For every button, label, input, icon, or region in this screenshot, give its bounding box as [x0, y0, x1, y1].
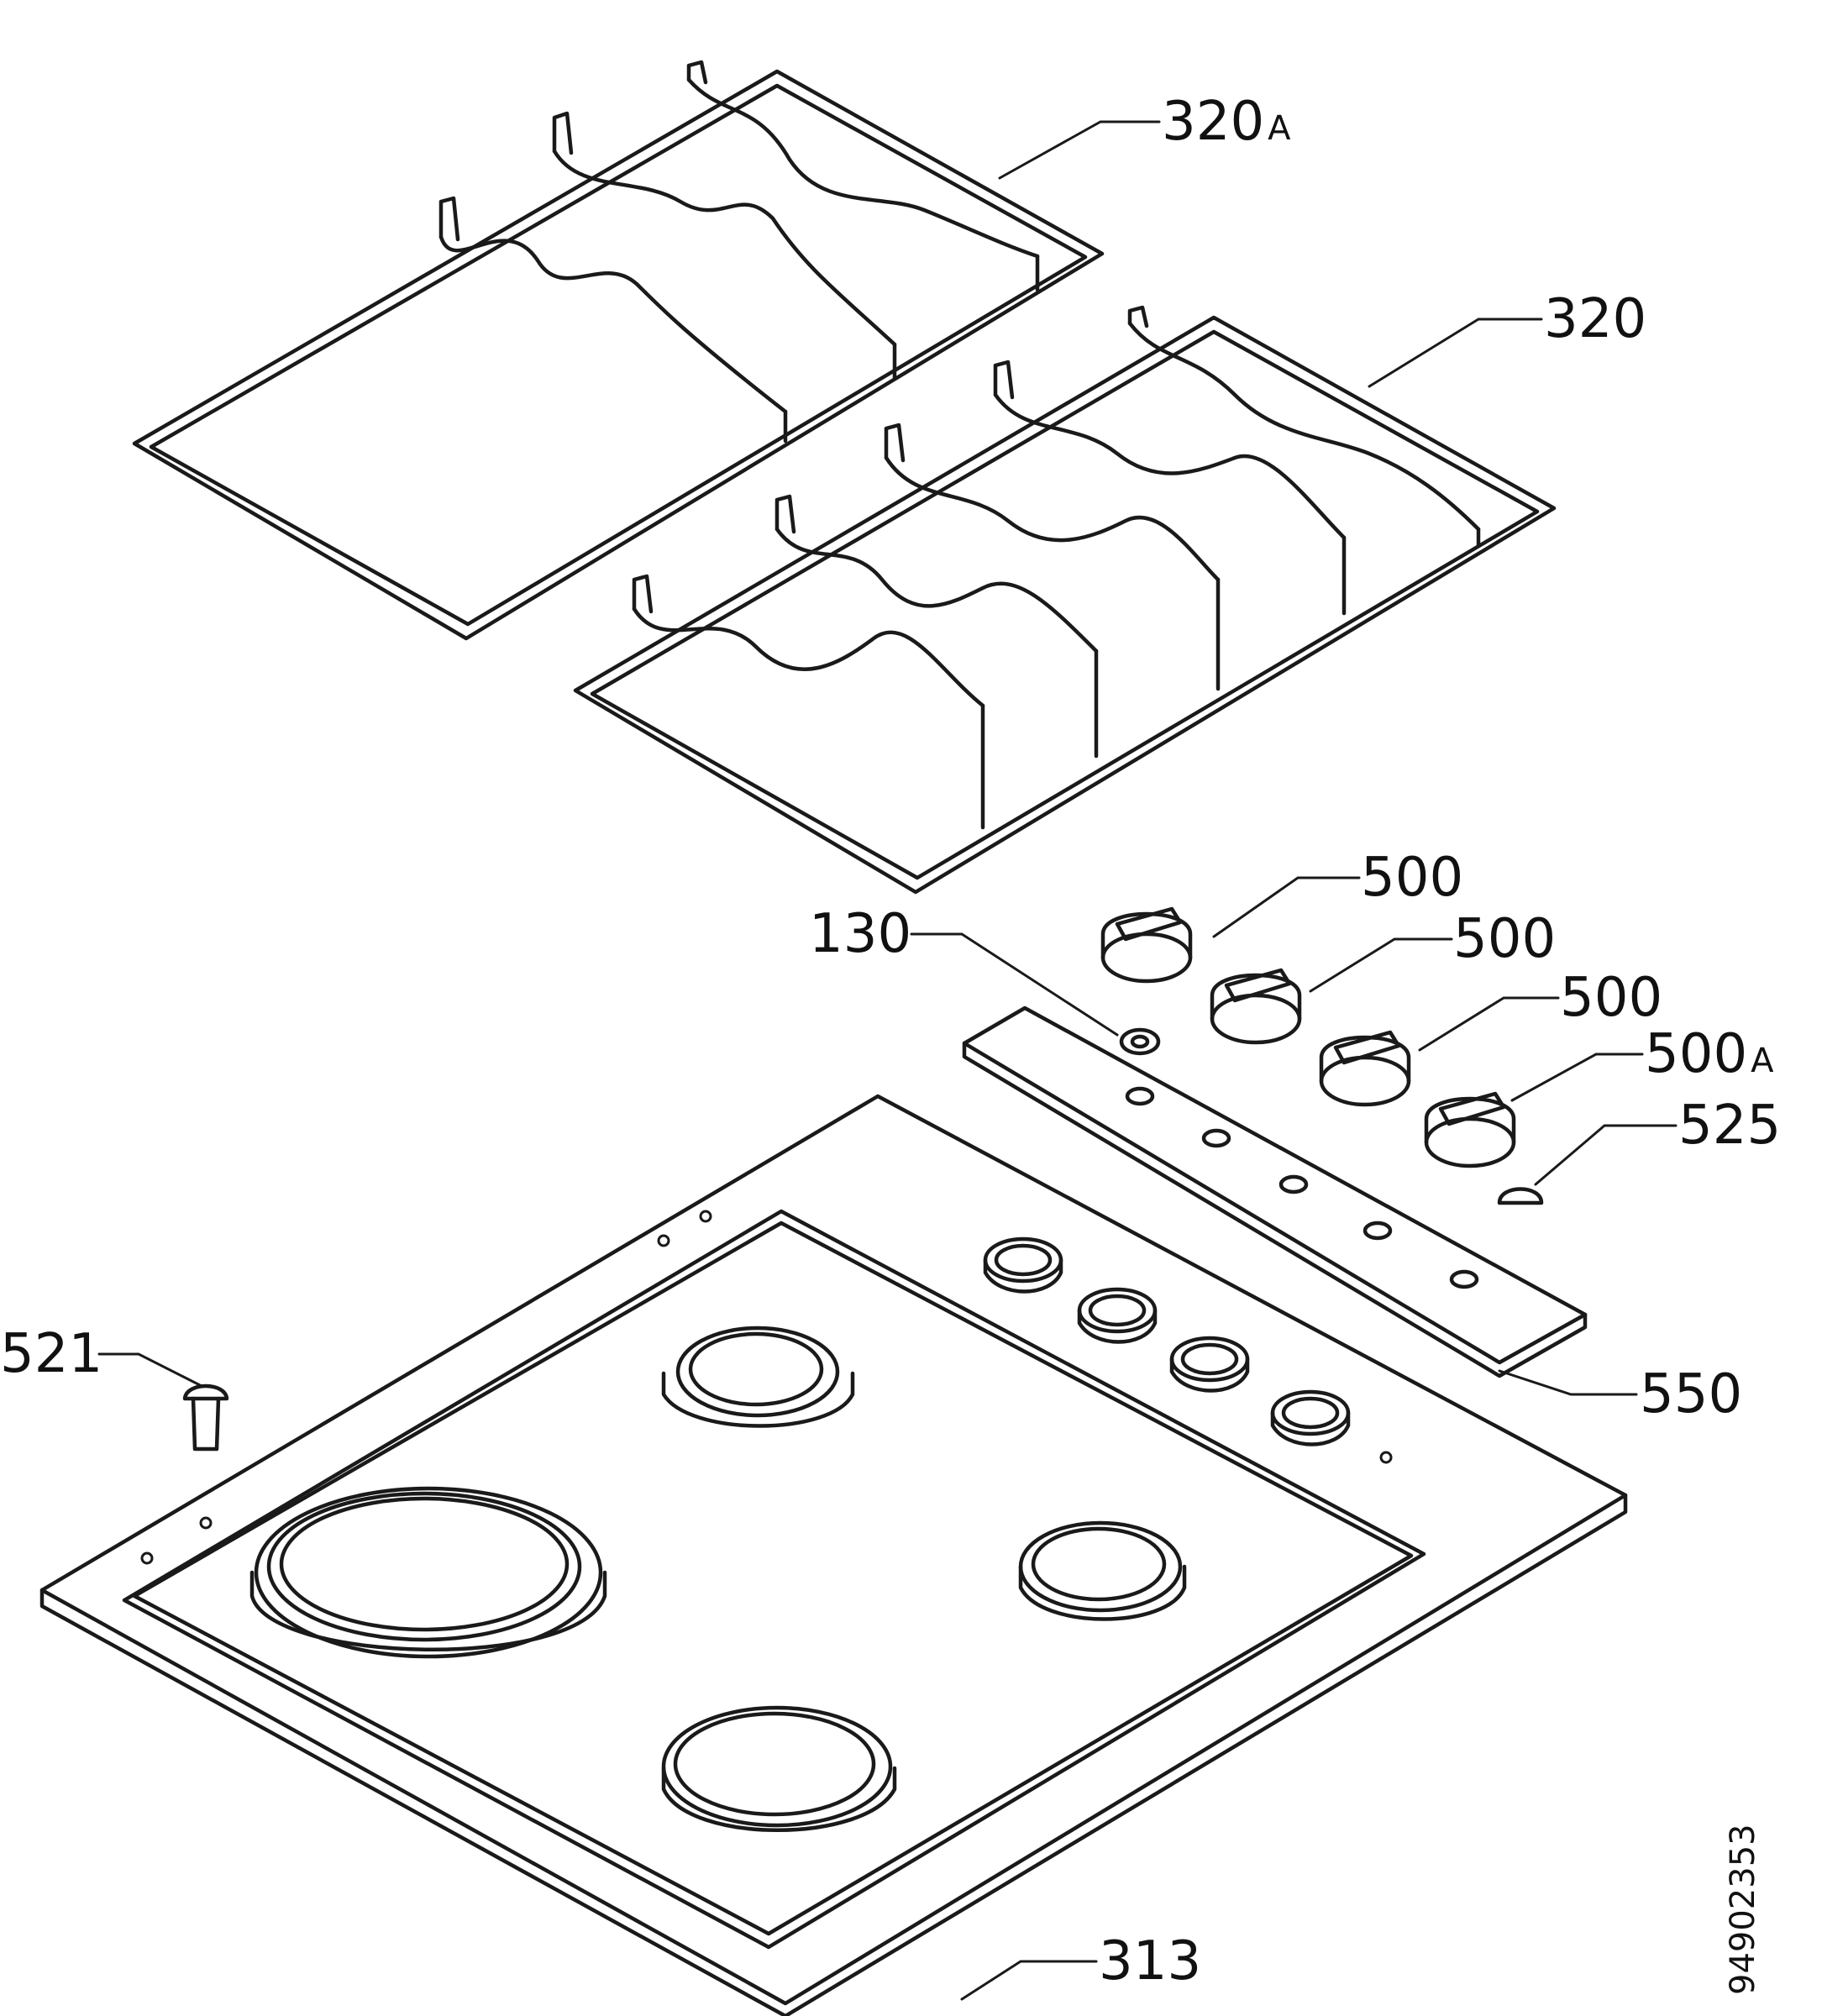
burner-right: [1018, 1520, 1187, 1621]
knob-spindle-bosses: [983, 1236, 1351, 1446]
small-parts: [182, 1027, 1544, 1452]
burner-large: [249, 1486, 607, 1659]
screw-521: [182, 1383, 229, 1401]
pan-support-left: [132, 60, 1105, 641]
hob-top-plate: [39, 1094, 1628, 2016]
label-320: 320: [1544, 288, 1646, 350]
label-500-2: 500: [1453, 908, 1556, 970]
control-knobs: [1100, 906, 1516, 1168]
knob-2: [1210, 968, 1302, 1045]
label-313: 313: [1099, 1930, 1201, 1992]
document-id: 94902353: [1724, 1824, 1762, 1995]
burner-front: [661, 1705, 897, 1832]
burner-openings: [249, 1326, 1187, 1832]
knob-1: [1100, 906, 1193, 984]
label-550: 550: [1640, 1363, 1742, 1425]
label-130: 130: [809, 903, 911, 965]
burner-rear: [661, 1326, 855, 1428]
label-525: 525: [1678, 1095, 1781, 1157]
label-500-3: 500: [1560, 967, 1662, 1029]
button-130: [1119, 1027, 1161, 1056]
knob-3: [1319, 1030, 1411, 1107]
cap-525: [1497, 1187, 1544, 1205]
control-panel-strip: [962, 1005, 1588, 1378]
leader-lines: [97, 120, 1678, 2001]
label-521: 521: [0, 1323, 102, 1385]
knob-4: [1424, 1091, 1516, 1168]
pan-support-right: [573, 305, 1557, 895]
label-500-1: 500: [1361, 847, 1463, 909]
